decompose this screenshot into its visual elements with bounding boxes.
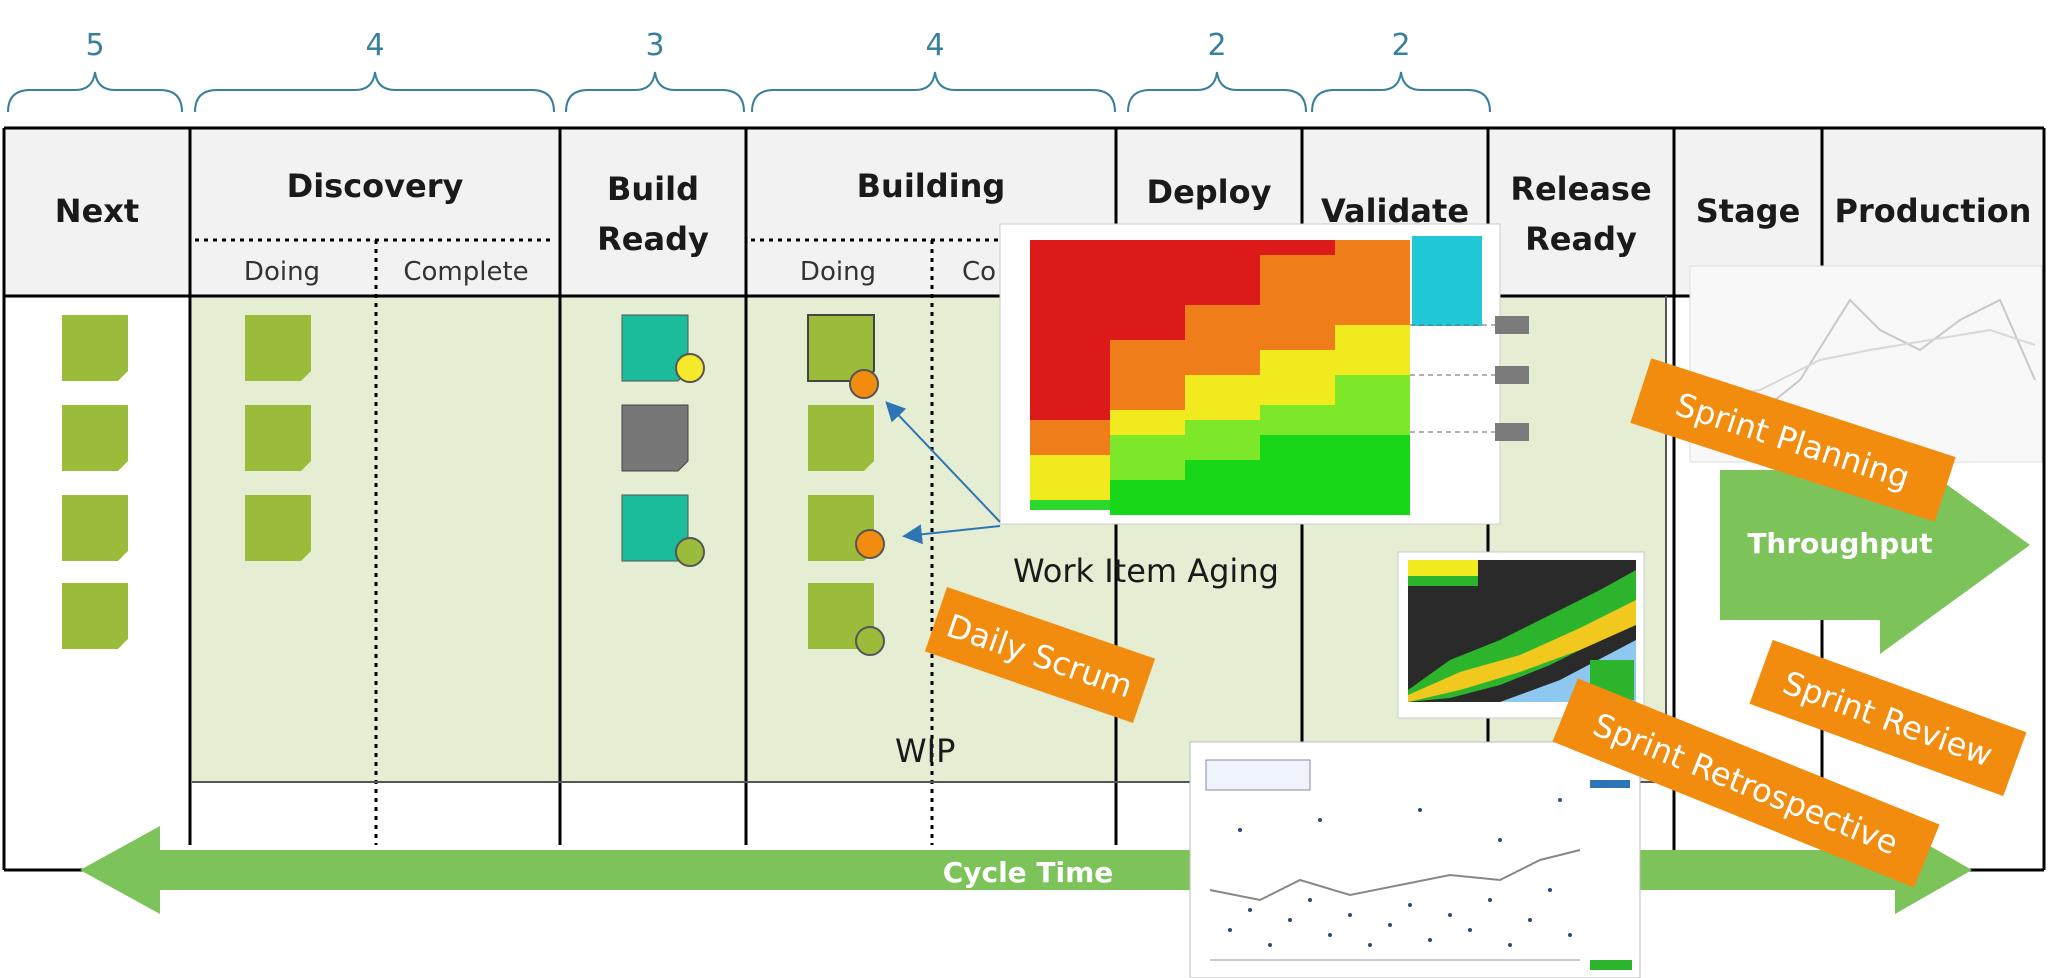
throughput-label: Throughput: [1747, 527, 1932, 560]
card: [62, 405, 128, 471]
column-deploy: Deploy: [1147, 173, 1272, 211]
cycle-time-label: Cycle Time: [943, 856, 1114, 889]
aging-pointers: [885, 401, 1001, 545]
column-next: Next: [55, 192, 139, 230]
column-headers: Next Discovery Build Ready Building Depl…: [55, 167, 2032, 287]
cycle-time-arrow: Cycle Time: [80, 826, 1972, 914]
age-dot: [675, 537, 705, 567]
card: [621, 404, 689, 472]
wip-limit-building: 4: [925, 28, 944, 63]
wip-limits: 5 4 3 4 2 2: [7, 28, 1491, 113]
control-chart: [1189, 741, 1641, 978]
brace-build-ready: [565, 71, 745, 113]
card: [62, 583, 128, 649]
brace-discovery: [194, 71, 555, 113]
age-dot: [855, 626, 885, 656]
wip-limit-deploy: 2: [1207, 28, 1226, 63]
wip-limit-discovery: 4: [365, 28, 384, 63]
wip-limit-build-ready: 3: [645, 28, 664, 63]
card: [62, 495, 128, 561]
column-release-ready-line2: Ready: [1525, 220, 1637, 258]
wip-limit-validate: 2: [1391, 28, 1410, 63]
wip-limit-next: 5: [85, 28, 104, 63]
column-build-ready-line2: Ready: [597, 220, 709, 258]
age-dot: [849, 369, 879, 399]
column-stage: Stage: [1696, 192, 1801, 230]
work-item-aging-chart: [999, 223, 1529, 525]
card: [245, 495, 311, 561]
card: [245, 315, 311, 381]
work-item-aging-label: Work Item Aging: [1013, 552, 1279, 590]
age-dot: [855, 529, 885, 559]
column-build-ready-line1: Build: [607, 170, 699, 208]
throughput-arrow: Throughput: [1720, 436, 2030, 654]
column-release-ready-line1: Release: [1510, 170, 1651, 208]
column-building: Building: [857, 167, 1006, 205]
card: [808, 583, 874, 649]
card: [808, 405, 874, 471]
card: [62, 315, 128, 381]
column-production: Production: [1835, 192, 2032, 230]
subcolumn-discovery-doing: Doing: [244, 257, 320, 287]
subcolumn-discovery-complete: Complete: [403, 257, 528, 287]
subcolumn-building-doing: Doing: [800, 257, 876, 287]
cards: [62, 314, 885, 656]
brace-deploy: [1127, 71, 1307, 113]
card: [245, 405, 311, 471]
brace-next: [7, 71, 183, 113]
column-discovery: Discovery: [287, 167, 464, 205]
brace-validate: [1311, 71, 1491, 113]
subcolumn-building-complete: Co: [962, 257, 996, 287]
age-dot: [675, 353, 705, 383]
brace-building: [751, 71, 1116, 113]
wip-label: WIP: [895, 732, 955, 770]
